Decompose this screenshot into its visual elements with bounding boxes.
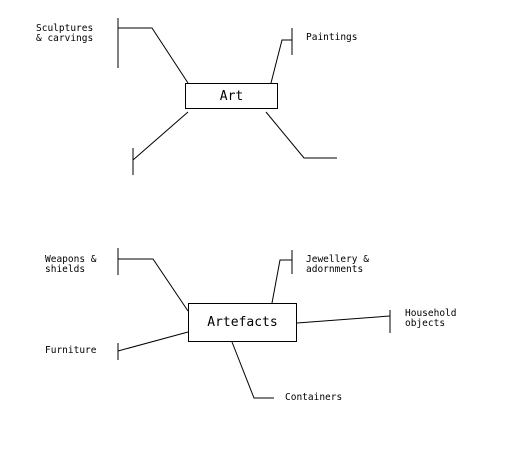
artefacts-branch-jewellery-link xyxy=(271,259,292,304)
art-branch-empty-left-link xyxy=(132,111,189,161)
label-containers: Containers xyxy=(285,392,343,403)
artefacts-branch-weapons-link xyxy=(118,258,189,312)
art-branch-paintings-link xyxy=(270,39,292,84)
label-jewellery-adornments: Jewellery & adornments xyxy=(306,254,369,275)
artefacts-branch-furniture-link xyxy=(117,331,189,352)
label-sculptures-carvings: Sculptures & carvings xyxy=(36,23,94,44)
artefacts-node: Artefacts xyxy=(188,303,297,342)
label-paintings: Paintings xyxy=(306,32,358,43)
art-branch-sculptures-link xyxy=(118,27,189,84)
artefacts-branch-containers xyxy=(231,341,274,399)
artefacts-branch-household-link xyxy=(296,315,391,324)
art-node: Art xyxy=(185,83,278,109)
label-weapons-shields: Weapons & shields xyxy=(45,254,97,275)
label-household-objects: Household objects xyxy=(405,308,457,329)
art-branch-empty-right xyxy=(265,111,337,159)
label-furniture: Furniture xyxy=(45,345,97,356)
